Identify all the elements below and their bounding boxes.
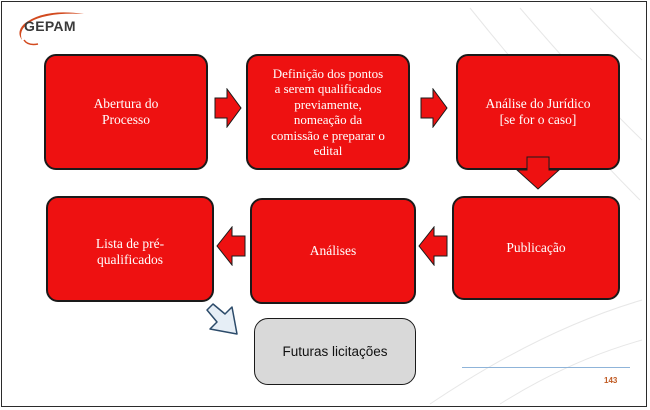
step-analises-line-1: Análises <box>309 243 357 258</box>
step-juridico-line-1: Análise do Jurídico <box>485 96 591 111</box>
future-bids-box: Futuras licitações <box>254 318 416 385</box>
step-abertura-line-1: Abertura do <box>93 96 159 111</box>
page-number: 143 <box>604 376 618 385</box>
hollow-arrow-down-right-icon <box>206 303 238 335</box>
arrow-left-2-icon <box>216 226 246 266</box>
future-bids-label: Futuras licitações <box>282 344 388 359</box>
step-juridico: Análise do Jurídico [se for o caso] <box>456 54 620 170</box>
step-lista-line-1: Lista de pré- <box>95 236 165 251</box>
logo-text: GEPAM <box>24 18 76 34</box>
step-juridico-line-2: [se for o caso] <box>499 112 577 127</box>
step-abertura-line-2: Processo <box>101 112 150 127</box>
step-definicao-line-1: Definição dos pontos <box>272 65 384 81</box>
arrow-right-2-icon <box>420 88 448 128</box>
step-definicao: Definição dos pontos a serem qualificado… <box>246 54 410 170</box>
gepam-logo-swoosh <box>19 12 84 46</box>
arrow-right-1-icon <box>214 88 242 128</box>
step-lista: Lista de pré- qualificados <box>46 196 214 302</box>
step-definicao-line-4: nomeação da <box>293 112 363 127</box>
step-lista-line-2: qualificados <box>97 252 163 267</box>
arrow-left-1-icon <box>418 226 448 266</box>
step-definicao-line-5: comissão e preparar o <box>271 127 385 143</box>
step-abertura: Abertura do Processo <box>44 54 208 170</box>
step-definicao-line-3: previamente, <box>294 96 362 112</box>
step-definicao-line-6: edital <box>313 143 343 158</box>
step-publicacao-line-1: Publicação <box>506 240 566 255</box>
step-definicao-line-2: a serem qualificados <box>274 81 382 96</box>
step-analises: Análises <box>250 198 416 304</box>
footer-rule <box>462 367 630 368</box>
arrow-down-icon <box>516 156 560 190</box>
step-publicacao: Publicação <box>452 196 620 300</box>
